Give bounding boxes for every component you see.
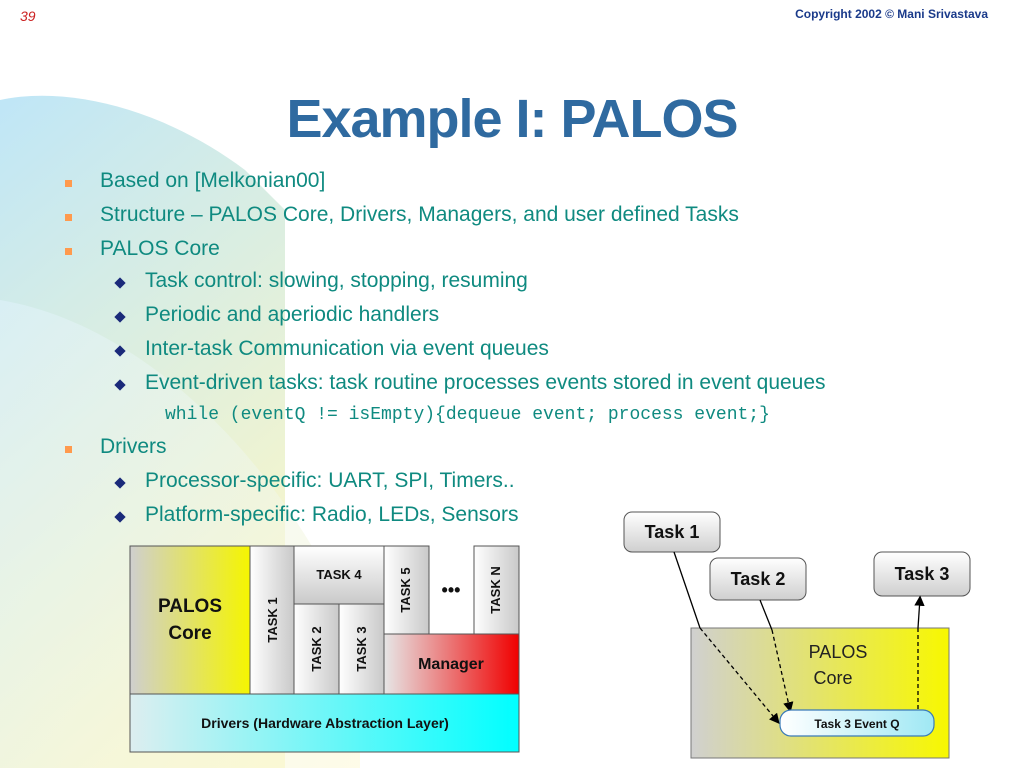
manager-label: Manager [418, 656, 484, 673]
bullet-marker [65, 446, 72, 453]
subbullet-handlers: Periodic and aperiodic handlers [145, 303, 440, 326]
copyright-notice: Copyright 2002 © Mani Srivastava [795, 7, 988, 21]
task4-block [293, 545, 385, 605]
drivers-label: Drivers (Hardware Abstraction Layer) [201, 715, 449, 731]
subbullet-processor: Processor-specific: UART, SPI, Timers.. [145, 469, 515, 492]
queue-task2-label: Task 2 [731, 569, 786, 589]
task2-block [293, 603, 340, 695]
task1-block [249, 545, 295, 695]
subbullet-event-driven: Event-driven tasks: task routine process… [145, 371, 826, 394]
task1-arrow-dashed [699, 627, 780, 725]
taskn-label: TASK N [488, 566, 503, 613]
task3-label: TASK 3 [354, 626, 369, 671]
bullet-palos-core: PALOS Core [100, 237, 220, 260]
ellipsis-dots: ••• [442, 580, 461, 600]
palos-core-block [129, 545, 251, 695]
task1-arrow-solid [673, 551, 701, 629]
task1-label: TASK 1 [265, 597, 280, 642]
drivers-block [129, 693, 520, 753]
slide-number: 39 [20, 8, 36, 24]
manager-block [383, 633, 520, 695]
queue-task1-box [623, 511, 721, 553]
bullet-marker [65, 248, 72, 255]
bullet-marker [65, 180, 72, 187]
event-queue-pill [779, 709, 935, 737]
bullet-structure: Structure – PALOS Core, Drivers, Manager… [100, 203, 739, 226]
queue-task2-box [709, 557, 807, 601]
event-queue-diagram: PALOS Core Task 1 Task 2 Task 3 Task 3 E… [623, 511, 971, 759]
subbullet-task-control: Task control: slowing, stopping, resumin… [145, 269, 528, 292]
subbullet-inter-task: Inter-task Communication via event queue… [145, 337, 549, 360]
queue-core-line1: PALOS [809, 642, 868, 662]
code-snippet: while (eventQ != isEmpty){dequeue event;… [165, 405, 770, 425]
task4-label: TASK 4 [316, 567, 362, 582]
event-queue-label: Task 3 Event Q [814, 717, 899, 731]
slide-title: Example I: PALOS [286, 89, 738, 149]
architecture-diagram: PALOS Core TASK 1 TASK 4 TASK 2 TASK 3 T… [129, 545, 520, 753]
task5-label: TASK 5 [398, 567, 413, 612]
core-label-line1: PALOS [158, 596, 222, 617]
bullet-based-on: Based on [Melkonian00] [100, 169, 326, 192]
task3-arrow-solid [914, 595, 925, 629]
queue-core-line2: Core [813, 668, 852, 688]
queue-task1-label: Task 1 [645, 522, 700, 542]
task2-arrow-solid [759, 599, 773, 631]
bullet-drivers: Drivers [100, 435, 167, 458]
core-label-line2: Core [168, 623, 211, 644]
task2-label: TASK 2 [309, 626, 324, 671]
subbullet-platform: Platform-specific: Radio, LEDs, Sensors [145, 503, 519, 526]
queue-task3-label: Task 3 [895, 564, 950, 584]
bullet-marker [65, 214, 72, 221]
